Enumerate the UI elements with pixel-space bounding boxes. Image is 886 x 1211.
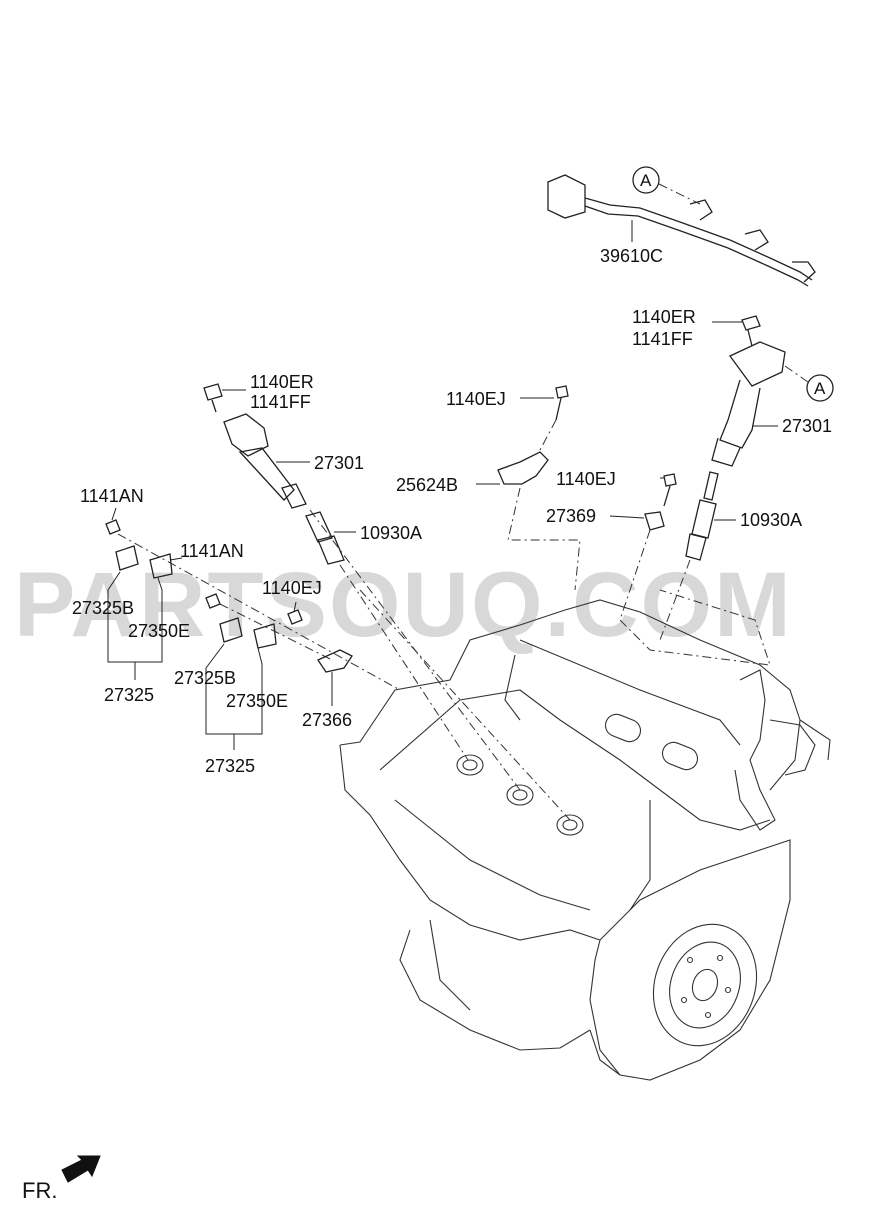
label-27325-2: 27325 xyxy=(205,756,255,776)
label-1140EJ-top: 1140EJ xyxy=(446,389,506,409)
label-27325-1: 27325 xyxy=(104,685,154,705)
front-direction-indicator: FR. xyxy=(22,1155,101,1203)
label-25624B: 25624B xyxy=(396,475,458,495)
label-10930A-right: 10930A xyxy=(740,510,802,530)
label-1140ER-right: 1140ER xyxy=(632,307,696,327)
label-1141AN-2: 1141AN xyxy=(180,541,244,561)
reference-mark-a-coil-label: A xyxy=(814,379,826,398)
label-1141FF-right: 1141FF xyxy=(632,329,693,349)
left-sensor-group: 1141AN 1141AN 27325B 27350E 27325 27325B… xyxy=(72,486,401,776)
engine-block xyxy=(339,599,831,1081)
reference-mark-a-top-label: A xyxy=(640,171,652,190)
label-27325B-1: 27325B xyxy=(72,598,134,618)
label-39610C: 39610C xyxy=(600,246,663,266)
left-coil-group: 1140ER 1141FF 27301 10930A xyxy=(203,372,571,821)
label-1141AN-1: 1141AN xyxy=(80,486,144,506)
label-10930A-left: 10930A xyxy=(360,523,422,543)
label-27301-right: 27301 xyxy=(782,416,832,436)
label-27350E-2: 27350E xyxy=(226,691,288,711)
label-1140EJ-low: 1140EJ xyxy=(262,578,322,598)
label-1140EJ-mid: 1140EJ xyxy=(556,469,616,489)
watermark: PARTSOUQ.COM xyxy=(14,554,793,656)
right-coil-group: 1140ER 1141FF A 27301 10930A xyxy=(632,307,834,641)
ignition-harness: 39610C A xyxy=(547,166,816,287)
center-sensor-group: 1140EJ 25624B 1140EJ 27369 xyxy=(396,385,771,666)
label-27301-left: 27301 xyxy=(314,453,364,473)
front-label: FR. xyxy=(22,1178,57,1203)
reference-mark-a-top xyxy=(632,166,660,194)
label-27350E-1: 27350E xyxy=(128,621,190,641)
label-1141FF-left: 1141FF xyxy=(250,392,311,412)
label-27325B-2: 27325B xyxy=(174,668,236,688)
label-1140ER-left: 1140ER xyxy=(250,372,314,392)
front-arrow-icon xyxy=(61,1155,101,1183)
reference-mark-a-coil xyxy=(806,374,834,402)
label-27369: 27369 xyxy=(546,506,596,526)
label-27366: 27366 xyxy=(302,710,352,730)
